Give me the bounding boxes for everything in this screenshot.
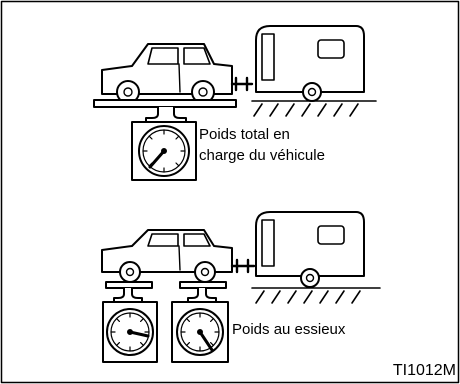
axle-weight-label: Poids au essieux [232,321,346,338]
figure-reference-code: TI1012M [392,362,456,379]
scale-support-top [145,106,187,123]
caravan-bottom [255,211,365,288]
hitch-top [230,76,254,92]
total-weight-label-line2: charge du véhicule [199,147,325,164]
axle-scale-rear [171,281,229,363]
car-bottom [101,229,233,283]
caravan-top [255,25,365,102]
ground-bottom [251,287,381,304]
bottom-scene [101,211,381,363]
top-scene [93,25,377,181]
axle-scale-front [102,281,158,363]
scale-dial-total [131,121,197,181]
car-top [101,43,233,104]
hitch-bottom [230,258,256,274]
weighbridge-platform [93,99,237,108]
ground-top [251,100,377,117]
total-weight-label-line1: Poids total en [199,126,290,143]
